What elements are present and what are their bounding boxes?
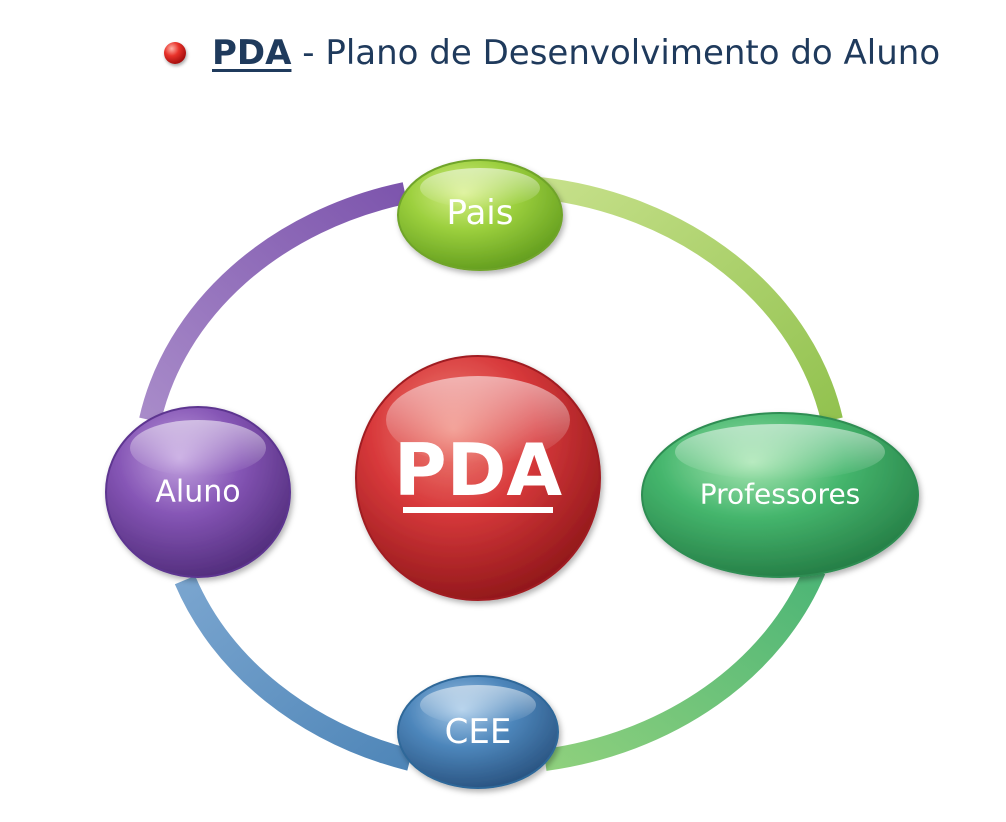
- node-aluno: [105, 406, 291, 578]
- title-abbreviation: PDA: [212, 33, 292, 73]
- node-pais: [397, 159, 563, 271]
- node-pais-label: Pais: [447, 193, 514, 233]
- ring-segment-professores-cee: [543, 565, 826, 771]
- ring-segment-aluno-pais: [139, 182, 408, 423]
- bullet-icon: [164, 42, 186, 64]
- node-aluno-label: Aluno: [155, 475, 240, 510]
- node-professores-label: Professores: [700, 478, 861, 511]
- node-professores: [641, 412, 919, 578]
- ring-segment-cee-aluno: [174, 575, 413, 771]
- node-cee: [397, 675, 559, 789]
- ring-segment-pais-professores: [538, 177, 843, 423]
- node-cee-label: CEE: [445, 712, 512, 752]
- ring: [139, 177, 843, 771]
- center-node: [355, 355, 601, 601]
- center-label-underline: [403, 507, 553, 513]
- center-label: PDA: [394, 428, 563, 512]
- title-text: - Plano de Desenvolvimento do Aluno: [291, 33, 941, 73]
- title-row: PDA - Plano de Desenvolvimento do Aluno: [164, 28, 940, 78]
